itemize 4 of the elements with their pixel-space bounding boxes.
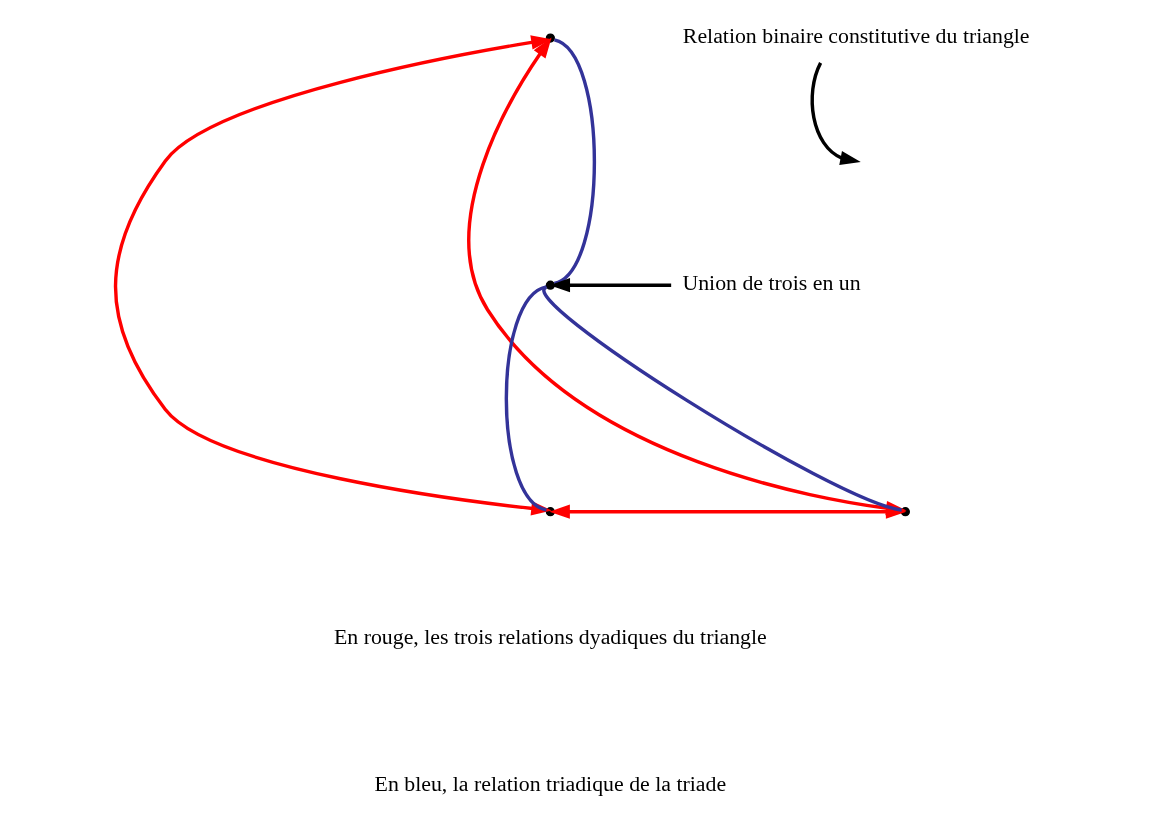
- node-text: Union de trois en un: [681, 271, 861, 296]
- node-text: Relation binaire constitutive du triangle: [682, 24, 1030, 49]
- label: En rouge, les trois relations dyadiques du triangle: [333, 624, 767, 649]
- label: En bleu, la relation triadique de la triade: [374, 772, 726, 797]
